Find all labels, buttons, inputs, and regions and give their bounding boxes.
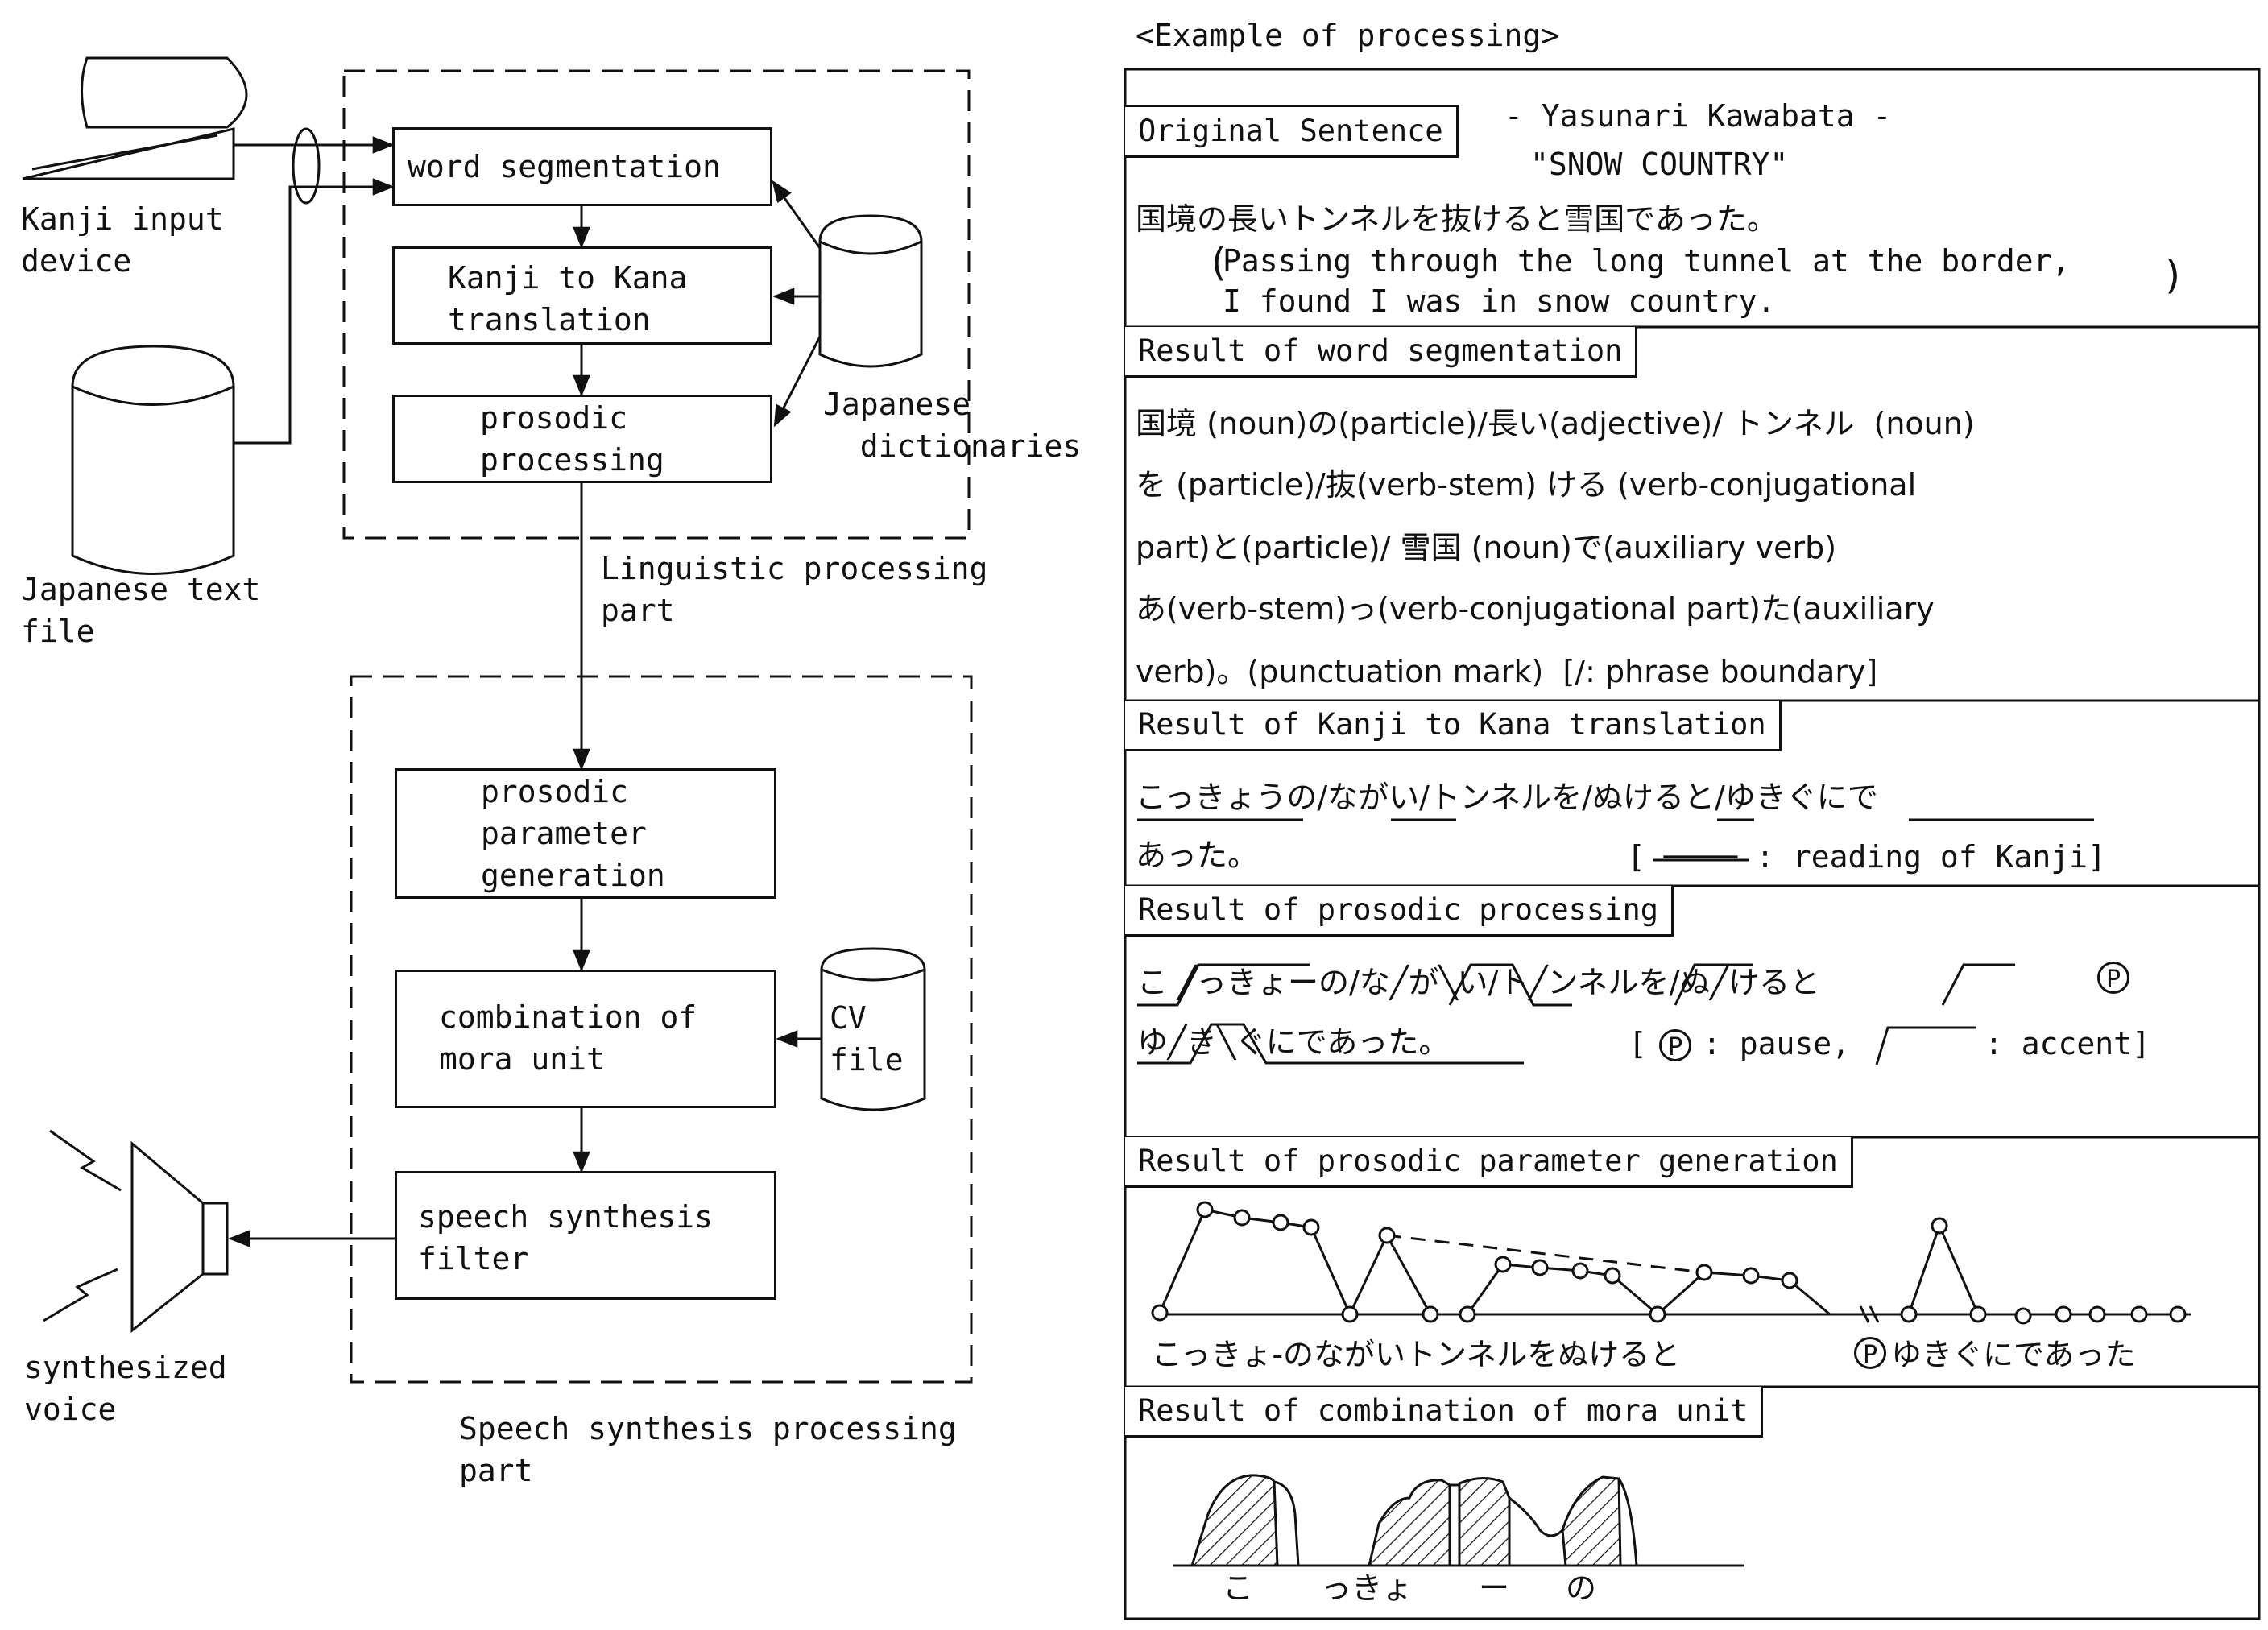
example-panel-frame: [1124, 68, 2261, 1620]
word-segmentation-header: Result of word segmentation: [1125, 327, 1638, 378]
original-translation-1: Passing through the long tunnel at the b…: [1223, 243, 2071, 279]
original-work: "SNOW COUNTRY": [1530, 147, 1789, 182]
japanese-dictionaries-label: Japanese dictionaries: [823, 387, 1082, 464]
linguistic-part-dashed-box: [342, 69, 971, 540]
original-translation-2: I found I was in snow country.: [1223, 283, 1776, 319]
synthesis-part-dashed-box: [350, 675, 973, 1384]
speech-filter-text: speech synthesis filter: [418, 1199, 714, 1276]
kana-line-1: こっきょうの/ながい/トンネルを/ぬけると/ゆきぐにで: [1136, 780, 1878, 815]
prosodic-legend-accent: : accent]: [1984, 1026, 2150, 1061]
segmentation-line-3: part)と(particle)/ 雪国 (noun)で(auxiliary v…: [1136, 530, 1837, 565]
prosodic-parameter-block: prosodic parameter generation: [395, 768, 776, 899]
japanese-text-file-icon: [71, 345, 235, 575]
example-title: <Example of processing>: [1136, 18, 1560, 53]
pause-legend-icon: P: [1659, 1029, 1691, 1061]
parameter-caption-2: ゆきぐにであった: [1891, 1337, 2136, 1372]
cv-file-label: CV file: [830, 1000, 904, 1078]
mora-unit-header: Result of combination of mora unit: [1125, 1387, 1764, 1438]
translation-close-paren: ): [2162, 253, 2185, 298]
mora-caption-2: っきょ: [1321, 1570, 1413, 1606]
accent-marks: [1137, 963, 2015, 1065]
parameter-generation-header: Result of prosodic parameter generation: [1125, 1137, 1853, 1188]
kana-legend: [ ──── : reading of Kanji]: [1627, 839, 2106, 875]
translation-open-paren: (: [1206, 240, 1230, 285]
mora-caption-4: の: [1566, 1570, 1597, 1606]
speech-filter-block: speech synthesis filter: [395, 1171, 776, 1300]
combination-mora-text: combination of mora unit: [439, 999, 697, 1077]
kana-line-2: あった。: [1136, 838, 1259, 873]
original-sentence-header: Original Sentence: [1125, 105, 1459, 158]
word-segmentation-block: word segmentation: [392, 127, 772, 206]
prosodic-parameter-plot: [1151, 1201, 2191, 1325]
prosodic-parameter-text: prosodic parameter generation: [481, 774, 665, 893]
input-connectors: [234, 127, 395, 445]
segmentation-line-1: 国境 (noun)の(particle)/長い(adjective)/ トンネル…: [1136, 406, 1975, 441]
synthesis-part-label: Speech synthesis processing part: [459, 1411, 957, 1488]
japanese-text-file-label: Japanese text file: [21, 572, 261, 649]
segmentation-line-4: あ(verb-stem)っ(verb-conjugational part)た(…: [1136, 591, 1935, 627]
kanji-to-kana-block: Kanji to Kana translation: [392, 246, 772, 345]
original-japanese: 国境の長いトンネルを抜けると雪国であった。: [1136, 201, 1778, 237]
word-segmentation-text: word segmentation: [408, 149, 721, 184]
segmentation-line-5: verb)。(punctuation mark) [/: phrase boun…: [1136, 654, 1878, 689]
prosodic-processing-header: Result of prosodic processing: [1125, 886, 1674, 937]
prosodic-line-2: ゆ╱き╲ぐにであった。: [1137, 1024, 1450, 1060]
original-author: - Yasunari Kawabata -: [1504, 98, 1892, 134]
prosodic-processing-block: prosodic processing: [392, 395, 772, 483]
parameter-pause-icon: P: [1854, 1337, 1886, 1369]
flow-arrows: [228, 206, 822, 1247]
parameter-caption: こっきょ-のながいトンネルをぬけると: [1152, 1337, 1681, 1372]
dictionary-arrows: [772, 180, 822, 428]
prosodic-line-1: こ ╱っきょーの/な╱が╲い/ト╱ンネルを/ぬ╱けると: [1137, 965, 1821, 1000]
prosodic-legend-open: [: [1629, 1026, 1647, 1061]
dictionaries-cylinder-icon: [818, 214, 923, 368]
combination-mora-block: combination of mora unit: [395, 970, 776, 1108]
prosodic-processing-text: prosodic processing: [480, 400, 664, 478]
mora-caption-1: こ: [1223, 1570, 1254, 1606]
kanji-reading-underlines: [1137, 818, 2094, 862]
prosodic-legend-pause: : pause,: [1703, 1026, 1851, 1061]
pause-mark-icon: P: [2097, 962, 2129, 994]
segmentation-line-2: を (particle)/抜(verb-stem) ける (verb-conju…: [1136, 467, 1917, 503]
kanji-input-device-icon: [22, 56, 248, 180]
speaker-icon: [43, 1129, 229, 1334]
synthesized-voice-label: synthesized voice: [24, 1350, 227, 1427]
mora-caption-3: ー: [1479, 1570, 1510, 1606]
cv-file-cylinder-icon: [820, 947, 926, 1111]
mora-waveform: [1173, 1474, 1744, 1567]
kanji-to-kana-text: Kanji to Kana translation: [448, 260, 688, 337]
kanji-input-device-label: Kanji input device: [21, 201, 224, 279]
kana-translation-header: Result of Kanji to Kana translation: [1125, 701, 1782, 751]
linguistic-part-label: Linguistic processing part: [601, 551, 988, 628]
